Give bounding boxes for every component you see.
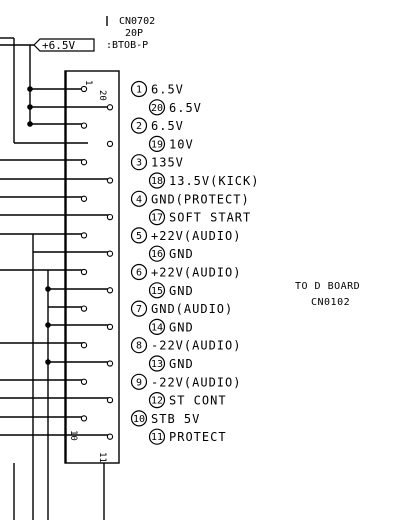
pin-terminal [80, 195, 88, 202]
pin-terminal [80, 122, 88, 129]
pin-number: 12 [151, 396, 163, 407]
pin-terminal [106, 323, 114, 331]
connector-part: :BTOB-P [106, 40, 148, 51]
pin-number-circle [130, 117, 148, 134]
pin-number: 4 [136, 194, 142, 205]
pin-terminal [80, 85, 88, 93]
pin-label: STB 5V [151, 412, 200, 426]
pin-label: ST CONT [169, 394, 227, 408]
pin-number-circle [130, 300, 148, 317]
pin-terminal [106, 140, 114, 148]
connector-body [64, 70, 120, 464]
pin-terminal [80, 415, 88, 422]
pin-number: 19 [151, 139, 163, 150]
pin-number-circle [130, 190, 148, 207]
pin-number: 15 [151, 286, 163, 297]
pin-label: GND [169, 247, 194, 261]
pin-label: +22V(AUDIO) [151, 266, 241, 280]
pin-label: 6.5V [151, 119, 184, 133]
pin-number: 6 [136, 268, 142, 279]
connector-pin-count: 20P [125, 28, 143, 39]
pin-terminal [106, 360, 114, 367]
pin-label: 135V [151, 156, 184, 170]
pin-terminal [80, 268, 88, 276]
pin-number-circle [148, 99, 166, 116]
pin-label: +22V(AUDIO) [151, 229, 241, 243]
pin-number-circle [148, 318, 166, 335]
left-wiring [0, 37, 110, 520]
pin-number: 18 [151, 176, 163, 187]
pin-number-circle [130, 410, 148, 427]
pin-number: 20 [151, 103, 163, 114]
pin-label: GND(PROTECT) [151, 192, 250, 206]
destination-connector: CN0102 [311, 297, 350, 308]
pin-number-circle [130, 227, 148, 244]
pin-terminal [80, 232, 88, 239]
pin-number: 5 [136, 231, 142, 242]
pin-number-circle [148, 392, 166, 409]
pin-label: -22V(AUDIO) [151, 339, 241, 353]
pin-terminal [106, 250, 114, 257]
pin-label: 6.5V [151, 83, 184, 97]
pin-number-circle [148, 282, 166, 299]
pin-label: GND [169, 320, 194, 334]
pin-terminal [106, 177, 114, 184]
pin-label: -22V(AUDIO) [151, 375, 241, 389]
pin-label: SOFT START [169, 211, 251, 225]
pin-number-circle [130, 80, 148, 98]
pin-number: 9 [136, 377, 142, 388]
pin-number-circle [148, 355, 166, 372]
pin-label: 13.5V(KICK) [169, 174, 259, 188]
pin-label: GND [169, 357, 194, 371]
pin-label: 10V [169, 137, 194, 151]
pin-number-circle [148, 209, 166, 226]
pin-label: GND [169, 284, 194, 298]
pin-number: 3 [136, 158, 142, 169]
pin-number-circle [130, 263, 148, 281]
pin-terminal [80, 159, 88, 166]
supply-tag: +6.5V [42, 39, 75, 52]
pin-terminal [106, 213, 114, 221]
pin-mark-20: 20 [97, 90, 107, 101]
pin-label: PROTECT [169, 430, 227, 444]
pin-number-circle [148, 135, 166, 152]
destination-board: TO D BOARD [295, 281, 360, 292]
pin-terminal [106, 104, 114, 111]
pin-number: 13 [151, 359, 163, 370]
pin-number-circle [130, 337, 148, 354]
pin-number-circle [148, 245, 166, 262]
pin-number: 8 [136, 341, 142, 352]
pin-terminal [106, 396, 114, 404]
pin-terminal [80, 342, 88, 349]
pin-number: 17 [151, 213, 163, 224]
pin-number: 7 [136, 304, 142, 315]
pin-number-circle [130, 373, 148, 390]
pin-number-circle [148, 428, 166, 445]
pin-number: 16 [151, 249, 163, 260]
pin-terminal [106, 287, 114, 294]
pin-number: 10 [133, 414, 145, 425]
pin-terminal [106, 433, 114, 440]
pin-number: 14 [151, 322, 163, 333]
pin-terminal [80, 305, 88, 312]
connector-ref: CN0702 [119, 16, 155, 27]
pin-number-circle [130, 154, 148, 171]
supply-tag-box [33, 38, 95, 52]
pin-number-circle [148, 172, 166, 189]
pin-number: 2 [136, 121, 142, 132]
pin-label: 6.5V [169, 101, 202, 115]
pin-label: GND(AUDIO) [151, 302, 233, 316]
pin-number: 11 [151, 432, 163, 443]
pin-number: 1 [136, 85, 142, 96]
pin-mark-1: 1 [83, 80, 93, 85]
pin-mark-11: 11 [97, 452, 107, 463]
pin-terminal [80, 378, 88, 385]
